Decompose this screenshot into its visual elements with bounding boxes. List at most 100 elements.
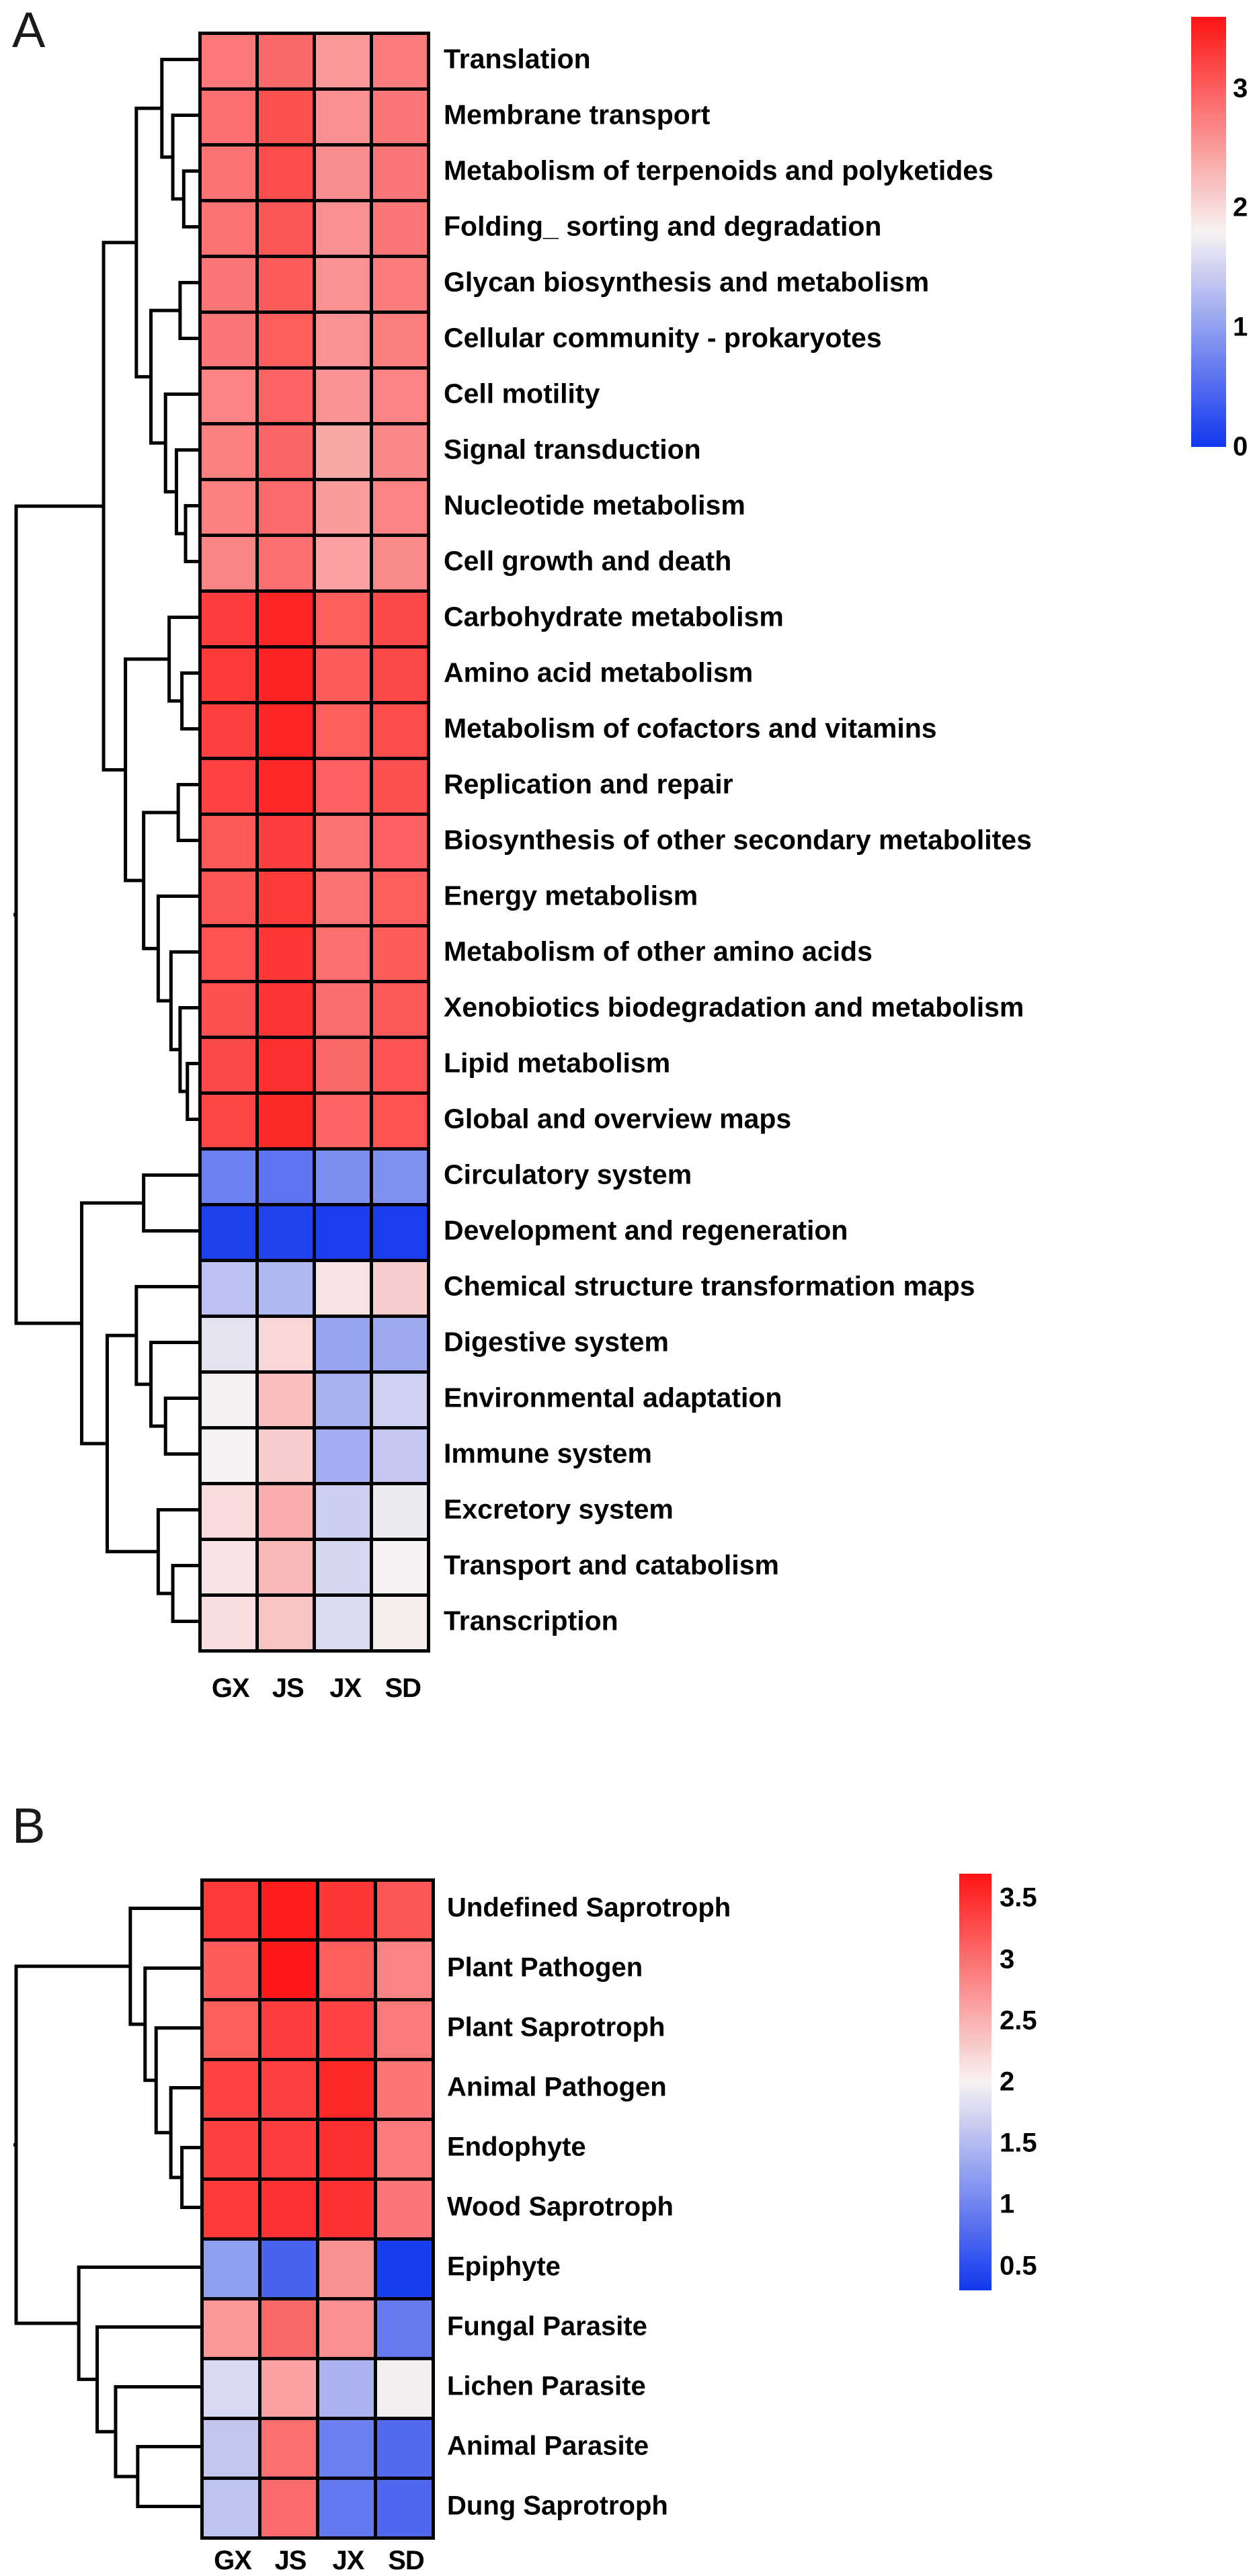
row-label: Fungal Parasite [447, 2311, 647, 2341]
panel-b-row-dendrogram [13, 1907, 200, 2508]
heatmap-cell [377, 2360, 432, 2417]
heatmap-cell [373, 1374, 427, 1426]
heatmap-cell [202, 1262, 255, 1315]
heatmap-cell [259, 649, 313, 701]
heatmap-cell [259, 35, 313, 87]
heatmap-cell [373, 649, 427, 701]
heatmap-cell [259, 1429, 313, 1482]
heatmap-cell [316, 983, 370, 1036]
row-label: Undefined Saprotroph [447, 1893, 731, 1923]
heatmap-cell [373, 258, 427, 310]
heatmap-cell [202, 1151, 255, 1203]
colorbar-tick-0p5: 0.5 [1000, 2251, 1037, 2281]
heatmap-cell [259, 314, 313, 366]
heatmap-cell [316, 1262, 370, 1315]
colorbar-tick-3p5: 3.5 [1000, 1882, 1037, 1913]
heatmap-cell [373, 537, 427, 589]
heatmap-cell [204, 2300, 258, 2357]
row-label: Plant Saprotroph [447, 2012, 665, 2042]
heatmap-cell [202, 202, 255, 255]
heatmap-cell [316, 816, 370, 868]
heatmap-cell [261, 2480, 316, 2536]
colorbar-tick-3: 3 [1233, 73, 1248, 103]
heatmap-cell [373, 983, 427, 1036]
heatmap-cell [373, 481, 427, 534]
heatmap-cell [316, 649, 370, 701]
heatmap-cell [259, 816, 313, 868]
heatmap-cell [377, 2480, 432, 2536]
row-label: Membrane transport [444, 99, 711, 130]
heatmap-cell [202, 1541, 255, 1593]
heatmap-cell [259, 1095, 313, 1147]
heatmap-cell [259, 983, 313, 1036]
heatmap-cell [373, 35, 427, 87]
heatmap-cell [373, 1597, 427, 1649]
heatmap-cell [202, 537, 255, 589]
heatmap-cell [259, 1597, 313, 1649]
column-label-sd: SD [385, 1673, 421, 1703]
heatmap-cell [316, 537, 370, 589]
column-label-jx: JX [332, 2546, 365, 2575]
heatmap-cell [204, 1882, 258, 1938]
heatmap-cell [316, 872, 370, 924]
heatmap-cell [261, 2360, 316, 2417]
heatmap-cell [373, 927, 427, 980]
heatmap-cell [316, 1151, 370, 1203]
heatmap-cell [259, 1206, 313, 1259]
heatmap-cell [319, 1882, 374, 1938]
heatmap-cell [202, 425, 255, 478]
heatmap-cell [377, 2121, 432, 2177]
heatmap-cell [319, 2300, 374, 2357]
row-label: Wood Saprotroph [447, 2192, 674, 2222]
heatmap-cell [377, 2061, 432, 2118]
row-label: Dung Saprotroph [447, 2491, 668, 2521]
colorbar-tick-1: 1 [1000, 2189, 1015, 2219]
row-label: Epiphyte [447, 2251, 561, 2282]
heatmap-cell [373, 1039, 427, 1091]
heatmap-cell [377, 2300, 432, 2357]
heatmap-cell [259, 760, 313, 813]
heatmap-cell [373, 1485, 427, 1538]
row-label: Immune system [444, 1438, 652, 1469]
heatmap-cell [316, 593, 370, 645]
heatmap-cell [316, 704, 370, 757]
panel-b-colorbar-gradient [959, 1874, 992, 2290]
heatmap-cell [316, 927, 370, 980]
heatmap-cell [319, 2181, 374, 2237]
heatmap-cell [202, 1318, 255, 1370]
row-label: Global and overview maps [444, 1103, 792, 1134]
heatmap-cell [316, 370, 370, 422]
heatmap-cell [377, 1942, 432, 1998]
heatmap-cell [373, 1095, 427, 1147]
heatmap-cell [202, 816, 255, 868]
heatmap-cell [202, 760, 255, 813]
panel-b-colorbar [959, 1874, 992, 2290]
heatmap-cell [259, 704, 313, 757]
row-label: Lichen Parasite [447, 2371, 646, 2401]
heatmap-cell [373, 704, 427, 757]
row-label: Animal Pathogen [447, 2072, 667, 2102]
heatmap-cell [202, 258, 255, 310]
heatmap-cell [373, 425, 427, 478]
row-label: Environmental adaptation [444, 1382, 782, 1413]
heatmap-cell [373, 202, 427, 255]
heatmap-cell [259, 91, 313, 143]
heatmap-cell [202, 927, 255, 980]
heatmap-cell [377, 2420, 432, 2477]
row-label: Nucleotide metabolism [444, 489, 745, 521]
heatmap-cell [319, 1942, 374, 1998]
heatmap-cell [316, 1374, 370, 1426]
heatmap-cell [259, 1318, 313, 1370]
heatmap-cell [373, 147, 427, 199]
heatmap-cell [202, 1429, 255, 1482]
heatmap-cell [316, 314, 370, 366]
heatmap-cell [259, 202, 313, 255]
heatmap-cell [316, 91, 370, 143]
row-label: Animal Parasite [447, 2431, 649, 2461]
row-label: Folding_ sorting and degradation [444, 210, 882, 242]
heatmap-cell [261, 1942, 316, 1998]
